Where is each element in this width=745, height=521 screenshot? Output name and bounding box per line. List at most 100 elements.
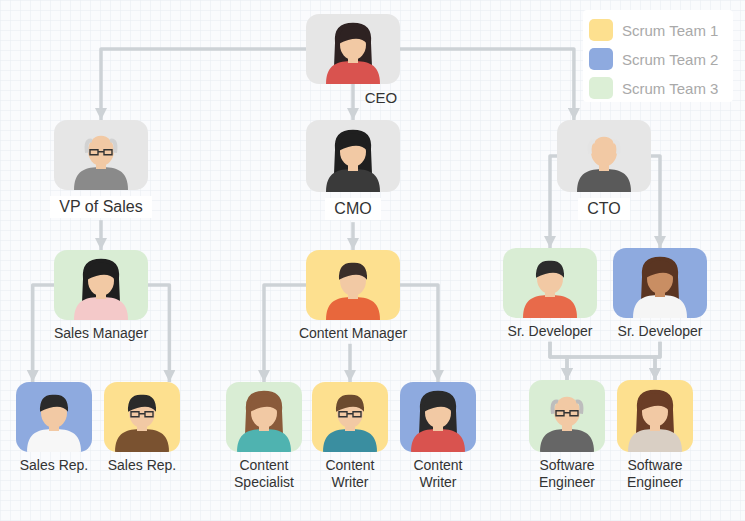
hair (128, 395, 156, 412)
member-card (613, 248, 707, 318)
member-card (54, 250, 148, 320)
hair (646, 261, 674, 278)
shirt (523, 295, 577, 318)
member-card (306, 120, 400, 192)
hair (536, 261, 564, 278)
shirt (326, 169, 380, 192)
reporting-line (33, 285, 54, 382)
member-title: CTO (578, 198, 629, 220)
shirt (115, 429, 169, 452)
member-title: CEO (359, 89, 403, 107)
hair (82, 259, 120, 303)
member-title: Software Engineer (525, 457, 609, 491)
legend-entry: Scrum Team 1 (589, 18, 718, 42)
avatar (400, 382, 476, 452)
hair (339, 134, 367, 151)
reporting-line (101, 49, 306, 120)
member-title: Content Specialist (222, 457, 306, 491)
shirt (411, 429, 465, 452)
org-member: CMO (306, 120, 400, 220)
shirt (74, 297, 128, 320)
member-title: Software Engineer (613, 457, 697, 491)
avatar (613, 248, 707, 318)
shirt (27, 429, 81, 452)
shirt (323, 429, 377, 452)
reporting-line (655, 342, 660, 380)
avatar (312, 382, 388, 452)
hair (40, 395, 68, 412)
org-member: Content Specialist (221, 382, 307, 491)
org-member: Sales Manager (38, 250, 164, 342)
member-card (557, 120, 651, 192)
hair (641, 394, 669, 411)
member-card (306, 14, 400, 84)
org-member: Content Manager (287, 250, 419, 342)
legend-entry: Scrum Team 3 (589, 76, 718, 100)
legend-label: Scrum Team 1 (622, 22, 718, 39)
member-title: Sr. Developer (608, 323, 712, 340)
member-card (16, 382, 92, 452)
org-member: Sr. Developer (607, 248, 713, 340)
avatar (617, 380, 693, 452)
reporting-line (400, 49, 574, 120)
hair (87, 263, 115, 280)
member-title: VP of Sales (50, 196, 151, 218)
legend-label: Scrum Team 3 (622, 80, 718, 97)
avatar (503, 248, 597, 318)
org-member: Sr. Developer (497, 248, 603, 340)
hair (250, 395, 278, 412)
shirt (577, 169, 631, 192)
org-member: Sales Rep. (11, 382, 97, 474)
member-title: Sales Manager (39, 325, 163, 342)
hair (339, 263, 367, 280)
hair (553, 401, 582, 413)
shirt (237, 429, 291, 452)
avatar (557, 120, 651, 192)
org-member: Content Writer (395, 382, 481, 491)
member-card (312, 382, 388, 452)
member-title: Sr. Developer (498, 323, 602, 340)
avatar (529, 380, 605, 452)
reporting-line (351, 222, 355, 250)
member-title: Content Writer (396, 457, 480, 491)
hair (334, 23, 372, 67)
shirt (628, 429, 682, 452)
reporting-line (550, 342, 567, 380)
hair (419, 391, 457, 435)
hair (424, 395, 452, 412)
org-member: Software Engineer (524, 380, 610, 491)
legend-swatch (589, 19, 613, 41)
org-member: CEO (306, 14, 400, 107)
member-card (529, 380, 605, 452)
shirt (74, 167, 128, 190)
hair (245, 391, 283, 435)
member-card (400, 382, 476, 452)
org-member: CTO (557, 120, 651, 220)
hair (339, 27, 367, 44)
glasses (556, 411, 578, 416)
member-title: Content Manager (288, 325, 418, 342)
reporting-line (148, 285, 169, 382)
legend-swatch (589, 77, 613, 99)
avatar (306, 120, 400, 192)
legend-swatch (589, 48, 613, 70)
org-member: Software Engineer (612, 380, 698, 491)
member-title: CMO (325, 198, 380, 220)
member-title: Sales Rep. (100, 457, 184, 474)
avatar (104, 382, 180, 452)
reporting-line (651, 156, 660, 248)
reporting-line (567, 342, 660, 380)
org-member: VP of Sales (41, 120, 161, 218)
avatar (306, 14, 400, 84)
org-member: Content Writer (307, 382, 393, 491)
glasses (131, 412, 153, 417)
shirt (326, 297, 380, 320)
hair (334, 130, 372, 174)
legend-label: Scrum Team 2 (622, 51, 718, 68)
reporting-line (550, 156, 557, 248)
glasses (339, 412, 361, 417)
shirt (540, 429, 594, 452)
reporting-line (348, 344, 352, 382)
member-card (54, 120, 148, 190)
